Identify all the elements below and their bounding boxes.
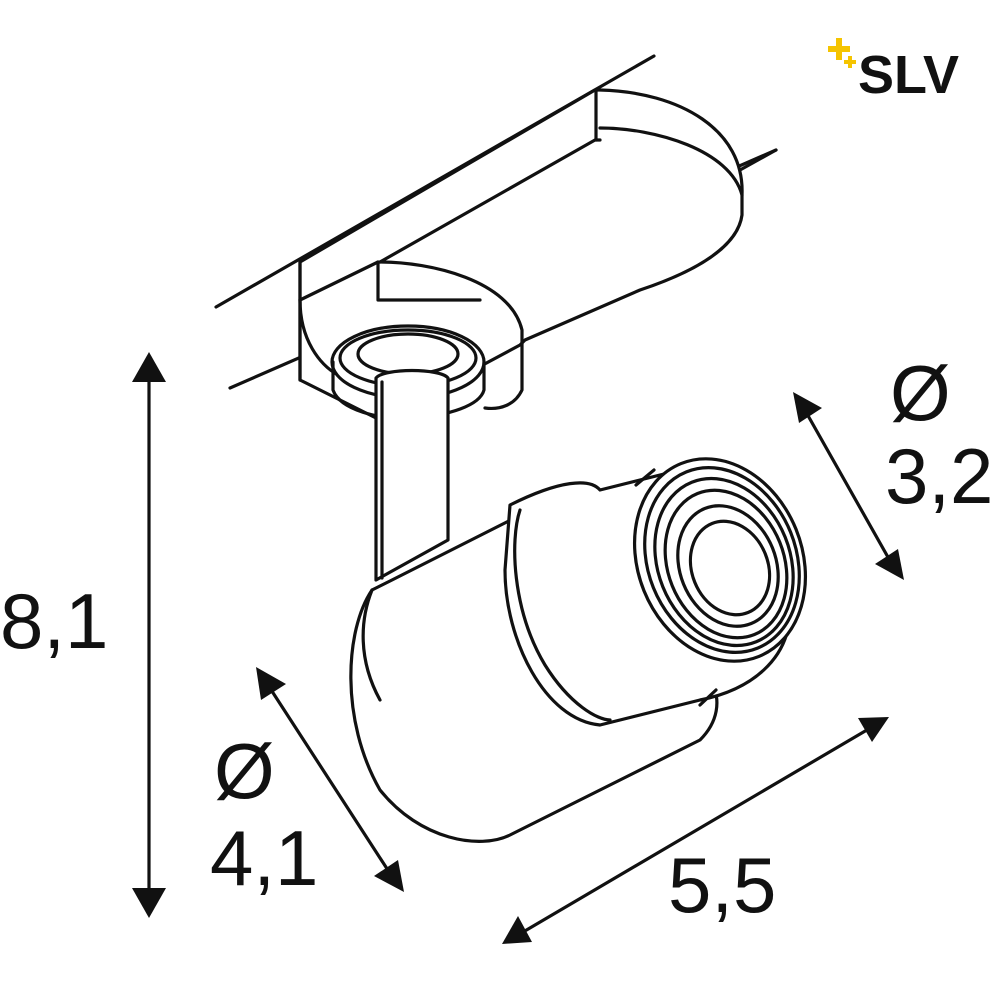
arrow-icon	[858, 717, 889, 742]
height-dimension: 8,1	[0, 352, 166, 918]
arrow-down-icon	[132, 888, 166, 918]
arrow-icon	[875, 549, 904, 580]
length-dimension: 5,5	[502, 717, 889, 944]
arrow-icon	[793, 392, 822, 423]
lens-diameter-dimension: Ø 3,2	[793, 349, 993, 580]
arrow-icon	[502, 916, 532, 944]
lens-diameter-value: 3,2	[885, 432, 993, 520]
sparkle-icon	[828, 38, 856, 68]
swivel-mount	[330, 324, 486, 420]
length-value: 5,5	[668, 841, 776, 929]
lens-head	[632, 457, 808, 707]
height-value: 8,1	[0, 577, 108, 665]
body-diameter-value: 4,1	[210, 814, 318, 902]
logo-text: SLV	[858, 45, 959, 105]
arrow-up-icon	[132, 352, 166, 382]
slv-logo: SLV	[828, 38, 959, 105]
body-diameter-symbol: Ø	[214, 727, 275, 815]
stem	[374, 368, 450, 582]
lens-diameter-symbol: Ø	[890, 349, 951, 437]
arrow-icon	[374, 860, 404, 892]
body-diameter-dimension: Ø 4,1	[210, 667, 404, 902]
arrow-icon	[256, 667, 286, 700]
